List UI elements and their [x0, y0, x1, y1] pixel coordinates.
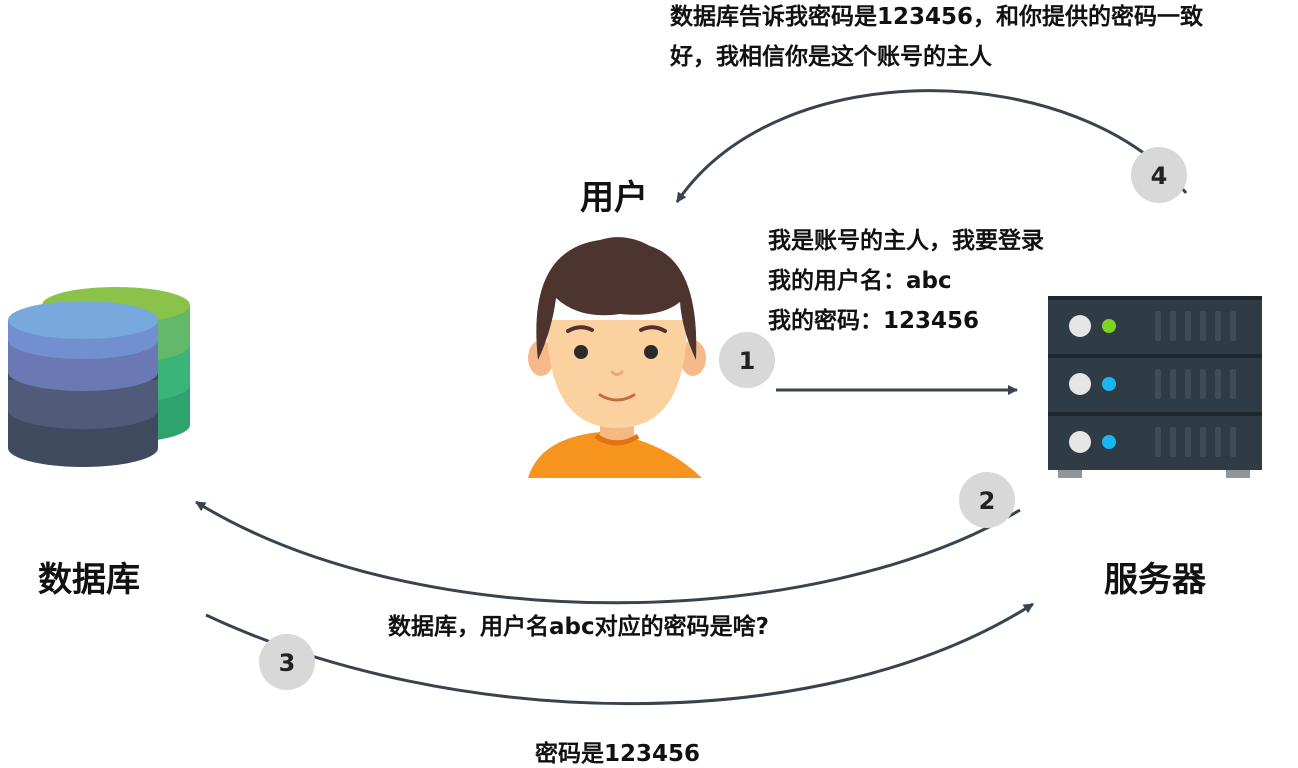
svg-text:1: 1 [739, 347, 756, 375]
arrow-step-3 [205, 602, 1034, 706]
database-label: 数据库 [38, 560, 140, 600]
step-badge-3: 3 [259, 634, 315, 690]
server-unit [1069, 311, 1236, 341]
user-label: 用户 [580, 178, 648, 218]
arrow-step-4 [675, 89, 1188, 203]
step-badge-1: 1 [719, 332, 775, 388]
step-badge-2: 2 [959, 472, 1015, 528]
svg-text:4: 4 [1151, 162, 1168, 190]
step-3-message: 密码是123456 [535, 741, 701, 767]
user-avatar-icon [528, 237, 706, 478]
step-4-line: 好，我相信你是这个账号的主人 [670, 44, 992, 70]
step-1-line: 我的密码：123456 [768, 308, 980, 334]
step-1-message: 我是账号的主人，我要登录 我的用户名：abc 我的密码：123456 [768, 221, 1044, 341]
arrow-step-2 [195, 500, 1021, 605]
step-4-message: 数据库告诉我密码是123456，和你提供的密码一致 好，我相信你是这个账号的主人 [670, 0, 1203, 77]
step-2-message: 数据库，用户名abc对应的密码是啥? [388, 614, 769, 640]
server-unit [1069, 369, 1236, 399]
server-unit [1069, 427, 1236, 457]
step-1-line: 我的用户名：abc [768, 268, 952, 294]
database-icon [8, 287, 190, 467]
svg-text:3: 3 [279, 649, 296, 677]
svg-text:2: 2 [979, 487, 996, 515]
server-icon [1048, 296, 1262, 478]
step-4-line: 数据库告诉我密码是123456，和你提供的密码一致 [670, 4, 1204, 30]
server-label: 服务器 [1104, 560, 1206, 600]
step-badge-4: 4 [1131, 147, 1187, 203]
step-1-line: 我是账号的主人，我要登录 [768, 228, 1044, 254]
